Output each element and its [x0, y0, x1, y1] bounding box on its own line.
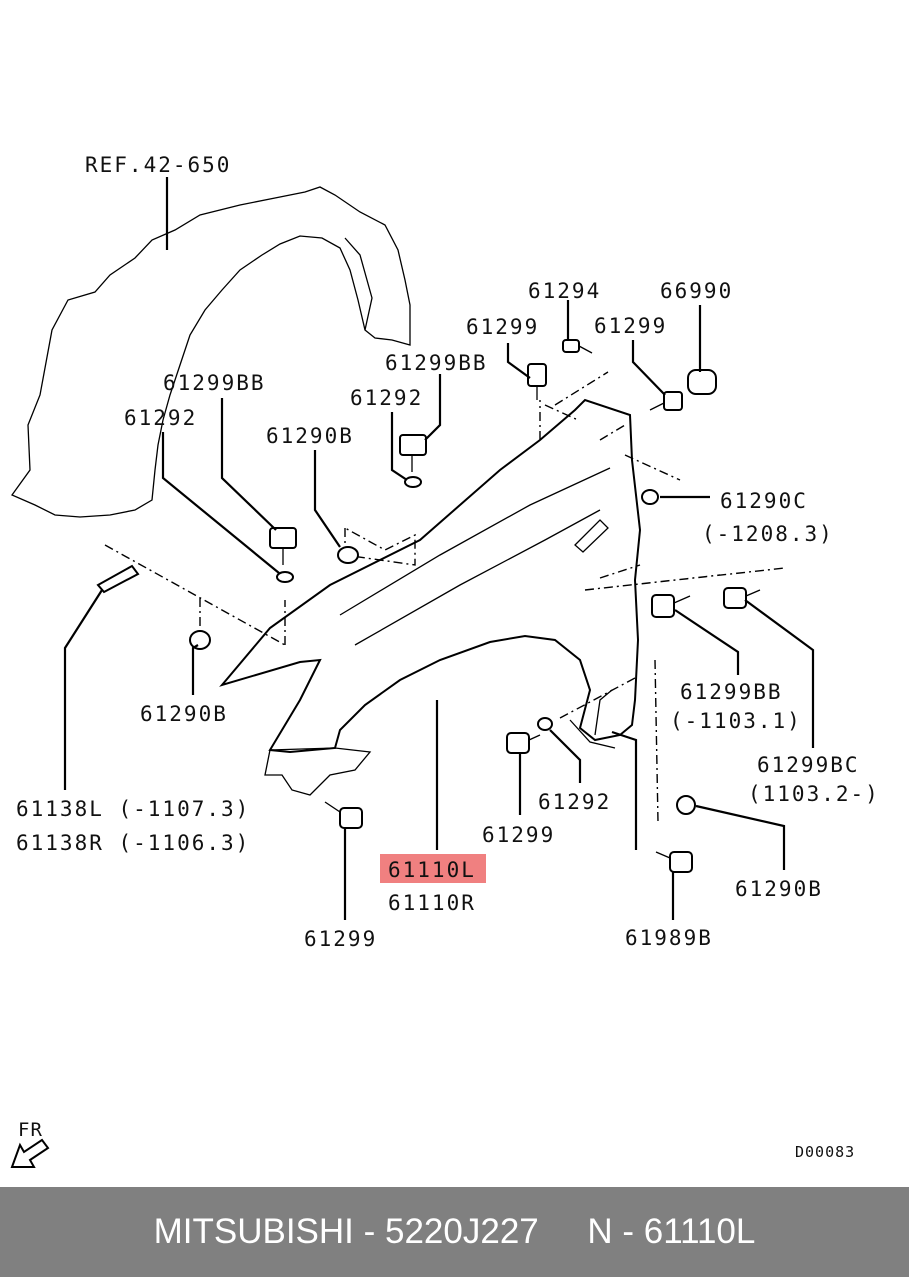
cap-66990-icon	[687, 369, 717, 395]
label-61299-c: 61299	[482, 823, 555, 847]
label-61138l: 61138L (-1107.3)	[16, 797, 250, 821]
bolt-61299-bottom-icon	[324, 801, 363, 829]
label-ref: REF.42-650	[85, 153, 231, 177]
bolt-61299bb-left-icon	[269, 527, 297, 565]
front-direction-indicator: FR	[10, 1119, 50, 1168]
bolt-61299bb-mid-icon	[399, 434, 427, 472]
bolt-61294-icon	[562, 339, 593, 354]
part-footer-bar: MITSUBISHI - 5220J227 N - 61110L	[0, 1187, 909, 1277]
fasteners	[96, 339, 761, 873]
clip-61290c-icon	[641, 489, 659, 505]
label-61292-c: 61292	[538, 790, 611, 814]
label-61989b: 61989B	[625, 926, 713, 950]
highlight-box	[380, 854, 486, 883]
label-61299bb-c: 61299BB	[680, 680, 783, 704]
moulding-61138-icon	[96, 564, 140, 594]
label-61292-a: 61292	[350, 386, 423, 410]
bolt-61299-right-icon	[649, 391, 683, 411]
label-61299bb-c-note: (-1103.1)	[670, 709, 802, 733]
label-61110l: 61110L	[388, 858, 476, 882]
part-labels: REF.42-650 61294 66990 61299 61299 61299…	[16, 153, 880, 951]
label-61299-d: 61299	[304, 927, 377, 951]
front-arrow-icon	[10, 1138, 50, 1168]
label-61299bb-b: 61299BB	[163, 371, 266, 395]
fender-liner	[11, 186, 411, 518]
nut-61290b-right-icon	[676, 795, 696, 815]
bolt-61299-lower-icon	[506, 732, 541, 754]
label-61290b-a: 61290B	[266, 424, 354, 448]
label-61299-a: 61299	[466, 315, 539, 339]
label-61299bb-a: 61299BB	[385, 351, 488, 375]
label-66990: 66990	[660, 279, 733, 303]
nut-61290b-mid-icon	[337, 546, 359, 564]
leader-lines	[63, 177, 815, 920]
parts-diagram: REF.42-650 61294 66990 61299 61299 61299…	[10, 153, 880, 1168]
bolt-61299bc-icon	[723, 587, 761, 609]
footer-text: MITSUBISHI - 5220J227 N - 61110L	[153, 1212, 756, 1251]
label-61299bc-note: (1103.2-)	[748, 782, 880, 806]
fr-label: FR	[18, 1119, 43, 1141]
nut-61290b-left-icon	[189, 630, 211, 650]
washer-61292-lower-icon	[537, 717, 553, 731]
bolt-61989b-icon	[655, 851, 693, 873]
label-61290b-c: 61290B	[735, 877, 823, 901]
label-61290c: 61290C	[720, 489, 808, 513]
diagram-code: D00083	[795, 1143, 855, 1161]
label-61299-b: 61299	[594, 314, 667, 338]
label-61292-b: 61292	[124, 406, 197, 430]
label-61299bc: 61299BC	[757, 753, 860, 777]
label-61110r: 61110R	[388, 891, 476, 915]
washer-61292-mid-icon	[404, 476, 422, 488]
bolt-61299bb-right-icon	[651, 594, 691, 618]
label-61294: 61294	[528, 279, 601, 303]
front-fender-panel	[219, 398, 642, 796]
label-61290b-b: 61290B	[140, 702, 228, 726]
washer-61292-left-icon	[276, 571, 294, 583]
label-61138r: 61138R (-1106.3)	[16, 831, 250, 855]
bolt-61299-top-icon	[527, 363, 547, 400]
label-61290c-note: (-1208.3)	[702, 522, 834, 546]
